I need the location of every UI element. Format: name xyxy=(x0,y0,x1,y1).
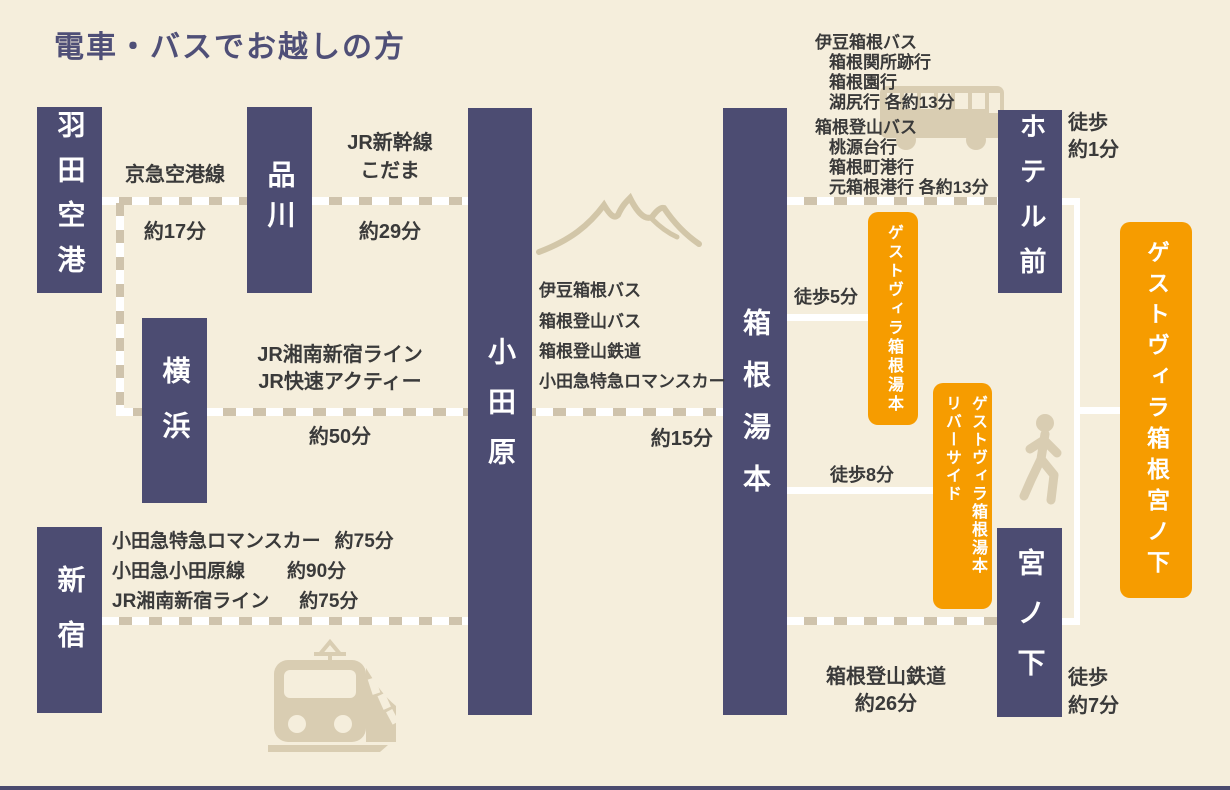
shinkansen-time-label: 約29分 xyxy=(358,221,422,243)
station-hakone-yumoto: 箱根湯本 xyxy=(723,108,787,715)
bus-destination: 元箱根港行 各約13分 xyxy=(829,178,989,197)
rail-yumoto-hotelmae xyxy=(787,197,1000,205)
bus-destination: 桃源台行 xyxy=(829,138,897,157)
shinjuku-route-row: JR湘南新宿ライン 約75分 xyxy=(112,591,358,613)
station-odawara: 小田原 xyxy=(468,108,532,715)
shinjuku-route-line: 小田急小田原線 xyxy=(112,561,246,582)
walkline-yumoto-riverside xyxy=(787,487,945,494)
odawara-yumoto-time-label: 約15分 xyxy=(650,428,713,450)
odawara-yumoto-line: 伊豆箱根バス xyxy=(539,281,641,300)
keikyu-line-label: 京急空港線 xyxy=(125,164,225,186)
rail-shinjuku-odawara xyxy=(102,617,470,625)
rail-haneda-yokohama-vertical xyxy=(116,203,124,412)
bottom-divider xyxy=(0,786,1230,790)
station-haneda-airport: 羽田空港 xyxy=(37,107,102,293)
tozan-line-label: 箱根登山鉄道 xyxy=(826,666,946,688)
rail-yokohama-hakoneyumoto xyxy=(116,408,723,416)
walkline-yumoto-villa xyxy=(787,314,873,321)
walkline-villa-miyanoshita-stub xyxy=(1080,407,1120,414)
shinjuku-route-row: 小田急小田原線 約90分 xyxy=(112,561,346,583)
shinkansen-line-label: JR新幹線 xyxy=(347,132,433,154)
walk-hotel-mae-label: 徒歩 約1分 xyxy=(1068,110,1119,164)
odawara-yumoto-line: 小田急特急ロマンスカー xyxy=(539,372,726,391)
yokohama-line1-label: JR湘南新宿ライン xyxy=(257,344,423,366)
walk-label-line: 約1分 xyxy=(1068,139,1120,161)
bus-destination: 箱根園行 xyxy=(829,73,897,92)
walk-8min-label: 徒歩8分 xyxy=(830,465,895,485)
walking-person-icon xyxy=(1019,414,1062,505)
odawara-yumoto-line: 箱根登山バス xyxy=(539,312,641,331)
tozan-time-label: 約26分 xyxy=(854,693,918,715)
station-shinagawa: 品川 xyxy=(247,107,312,293)
station-hotel-mae: ホテル前 xyxy=(998,110,1062,293)
walk-5min-label: 徒歩5分 xyxy=(794,287,859,307)
station-yokohama: 横浜 xyxy=(142,318,207,503)
walkline-hotelmae-stub xyxy=(1062,198,1080,205)
bus-icon xyxy=(880,86,1004,150)
bus-destination-list: 伊豆箱根バス 箱根関所跡行 箱根園行 湖尻行 各約13分 箱根登山バス 桃源台行… xyxy=(815,33,989,198)
riverside-main-label: ゲストヴィラ箱根湯本 xyxy=(969,395,986,575)
riverside-sub-label: リバーサイド xyxy=(943,395,960,503)
station-shinjuku: 新宿 xyxy=(37,527,102,713)
shinjuku-route-line: JR湘南新宿ライン xyxy=(112,591,270,612)
izuhakone-bus-title: 伊豆箱根バス xyxy=(815,33,917,52)
shinkansen-name-label: こだま xyxy=(360,160,420,182)
odawara-yumoto-line: 箱根登山鉄道 xyxy=(539,342,641,361)
bus-destination: 湖尻行 各約13分 xyxy=(829,93,955,112)
rail-yumoto-miyanoshita xyxy=(787,617,999,625)
walk-label-line: 徒歩 xyxy=(1068,667,1108,689)
walkline-miyanoshita-stub xyxy=(1062,618,1080,625)
destination-guest-villa-hakone-yumoto-riverside: ゲストヴィラ箱根湯本 リバーサイド xyxy=(933,383,992,609)
shinjuku-route-time: 約75分 xyxy=(299,591,359,612)
page-title: 電車・バスでお越しの方 xyxy=(54,31,406,64)
tozan-bus-title: 箱根登山バス xyxy=(815,118,917,137)
station-miyanoshita: 宮ノ下 xyxy=(997,528,1062,717)
destination-guest-villa-hakone-yumoto: ゲストヴィラ箱根湯本 xyxy=(868,212,918,425)
destination-guest-villa-hakone-miyanoshita: ゲストヴィラ箱根宮ノ下 xyxy=(1120,222,1192,598)
shinjuku-route-time: 約90分 xyxy=(287,561,347,582)
train-icon xyxy=(268,638,398,752)
walk-label-line: 徒歩 xyxy=(1068,112,1108,134)
mountain-icon xyxy=(536,192,702,255)
yokohama-line2-label: JR快速アクティー xyxy=(258,371,422,393)
shinjuku-route-line: 小田急特急ロマンスカー xyxy=(112,531,321,552)
walk-label-line: 約7分 xyxy=(1068,695,1120,717)
shinjuku-route-time: 約75分 xyxy=(334,531,394,552)
walkline-right-vertical xyxy=(1074,198,1080,622)
shinjuku-route-row: 小田急特急ロマンスカー約75分 xyxy=(112,531,394,553)
walk-miyanoshita-label: 徒歩 約7分 xyxy=(1068,664,1119,720)
keikyu-time-label: 約17分 xyxy=(143,221,207,243)
yokohama-time-label: 約50分 xyxy=(308,426,372,448)
bus-destination: 箱根町港行 xyxy=(829,158,914,177)
bus-destination: 箱根関所跡行 xyxy=(829,53,931,72)
